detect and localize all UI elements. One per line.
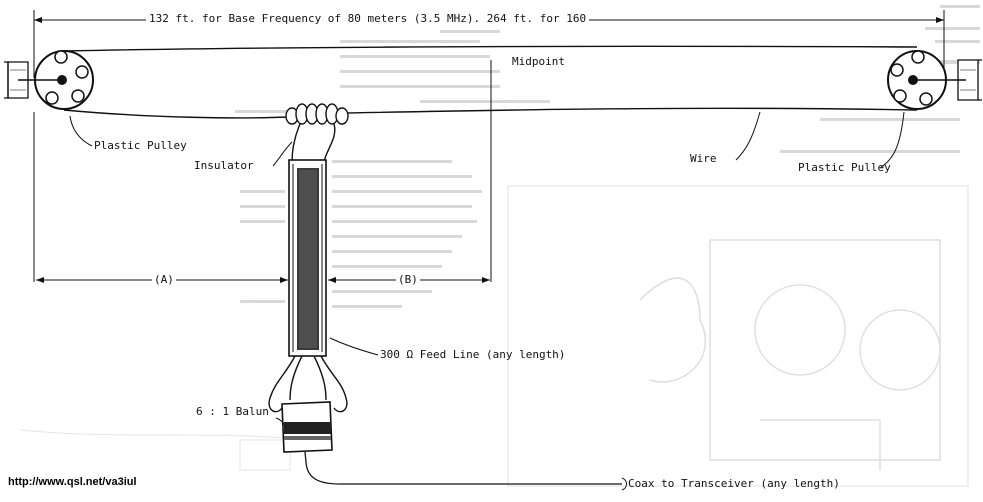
right-pulley-label: Plastic Pulley [798, 161, 891, 174]
dimension-lines [33, 60, 492, 283]
balun [281, 401, 627, 491]
insulator-label: Insulator [194, 159, 254, 172]
leader-lines [69, 111, 905, 429]
midpoint-label: Midpoint [512, 55, 565, 68]
feed-line [288, 159, 327, 357]
feedline-label: 300 Ω Feed Line (any length) [380, 348, 566, 361]
source-url: http://www.qsl.net/va3iul [8, 476, 137, 488]
center-insulator [285, 103, 349, 163]
wire-label: Wire [690, 152, 717, 165]
dimension-a-label: (A) [152, 273, 176, 286]
antenna-wire [63, 45, 918, 119]
balun-label: 6 : 1 Balun [196, 405, 269, 418]
dimension-b-label: (B) [396, 273, 420, 286]
left-pulley [4, 50, 94, 110]
coax-label: Coax to Transceiver (any length) [628, 477, 840, 490]
right-pulley [887, 50, 982, 110]
balun-leads [268, 355, 348, 413]
left-pulley-label: Plastic Pulley [94, 139, 187, 152]
span-label: 132 ft. for Base Frequency of 80 meters … [146, 13, 590, 25]
background-page-texture [19, 5, 980, 487]
